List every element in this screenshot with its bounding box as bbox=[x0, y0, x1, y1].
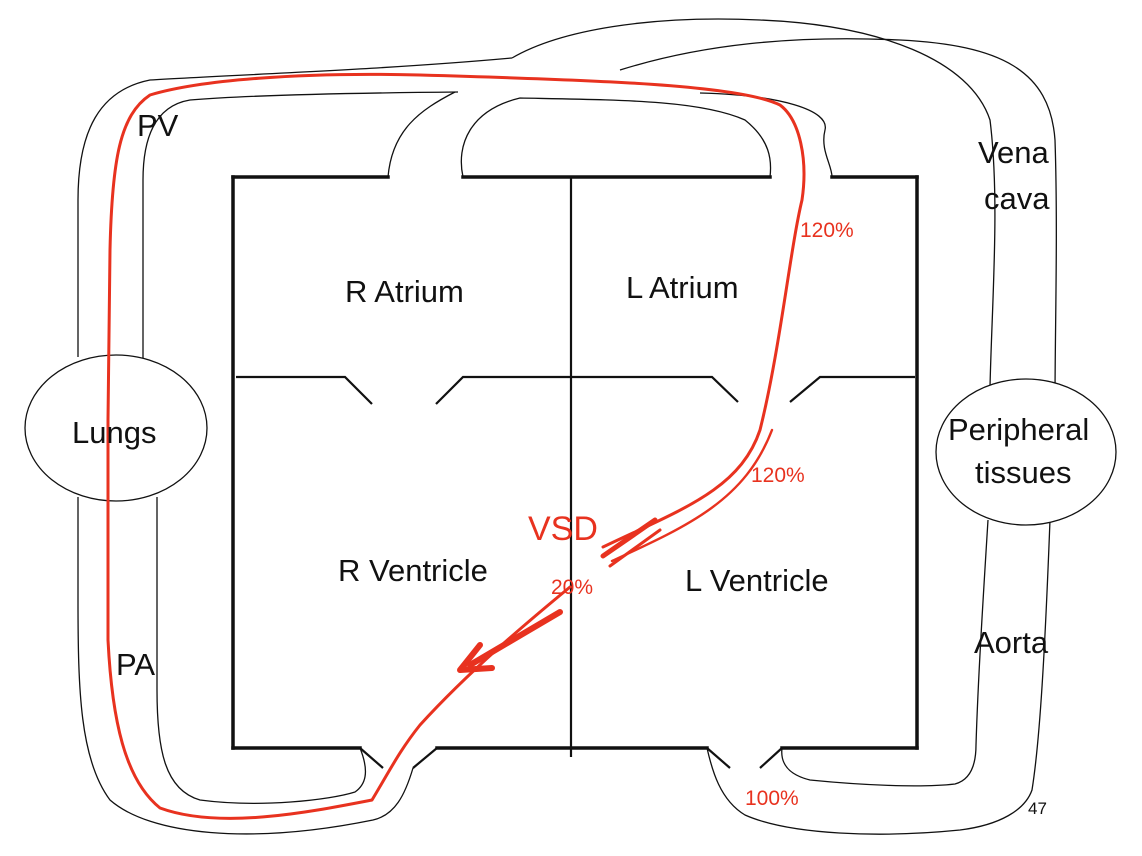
shunt-flow-label: 20% bbox=[551, 576, 593, 599]
pulmonary-vein-vessel bbox=[619, 38, 1057, 401]
vena-cava-label-line2: cava bbox=[984, 181, 1050, 216]
page-number: 47 bbox=[1028, 799, 1047, 818]
r-atrium-label: R Atrium bbox=[345, 274, 464, 309]
la-flow-label: 120% bbox=[800, 219, 854, 242]
shunt-flow-path bbox=[106, 72, 806, 820]
vessels bbox=[77, 18, 1057, 835]
heart-outline bbox=[231, 175, 919, 750]
tricuspid-valve-right bbox=[435, 375, 739, 405]
lv-flow-label: 120% bbox=[751, 464, 805, 487]
peripheral-label-line2: tissues bbox=[975, 455, 1071, 490]
aorta-inner-vessel bbox=[781, 519, 989, 787]
pv-label: PV bbox=[137, 108, 179, 143]
peripheral-tissues-ellipse bbox=[935, 378, 1117, 526]
mitral-valve-right bbox=[789, 375, 915, 403]
aorta-label: Aorta bbox=[974, 625, 1049, 660]
aortic-valve-right bbox=[759, 747, 783, 769]
pulmonic-valve-right bbox=[412, 747, 438, 769]
peripheral-label-line1: Peripheral bbox=[948, 412, 1089, 447]
shunt-arrow-shaft bbox=[467, 609, 563, 668]
r-ventricle-label: R Ventricle bbox=[338, 553, 488, 588]
pulmonary-outer-vessel bbox=[77, 57, 513, 835]
vena-cava-vessel bbox=[387, 18, 996, 388]
vena-cava-label-line1: Vena bbox=[978, 135, 1049, 170]
vsd-jet-mark-a bbox=[600, 517, 658, 559]
pa-label: PA bbox=[116, 647, 155, 682]
aortic-valve-left bbox=[706, 747, 731, 769]
pulmonary-inner-vessel bbox=[142, 91, 459, 804]
shunt-flow bbox=[106, 72, 806, 820]
vsd-label: VSD bbox=[528, 510, 598, 548]
shunt-arrow-head bbox=[457, 642, 495, 673]
l-ventricle-label: L Ventricle bbox=[685, 563, 829, 598]
shunt-flow-lane bbox=[610, 428, 774, 563]
aortic-flow-label: 100% bbox=[745, 787, 799, 810]
lungs-ellipse bbox=[24, 354, 208, 502]
lungs-label: Lungs bbox=[72, 415, 156, 450]
septa-and-valves bbox=[236, 177, 915, 769]
vsd-jet-mark-b bbox=[608, 528, 662, 568]
pulmonic-valve-left bbox=[359, 747, 384, 769]
aorta-outer-vessel bbox=[706, 519, 1051, 835]
l-atrium-label: L Atrium bbox=[626, 270, 739, 305]
tricuspid-valve-left bbox=[236, 375, 373, 405]
pulmonary-vein-inner-vessel bbox=[699, 92, 833, 178]
vena-cava-inner-vessel bbox=[460, 97, 772, 178]
